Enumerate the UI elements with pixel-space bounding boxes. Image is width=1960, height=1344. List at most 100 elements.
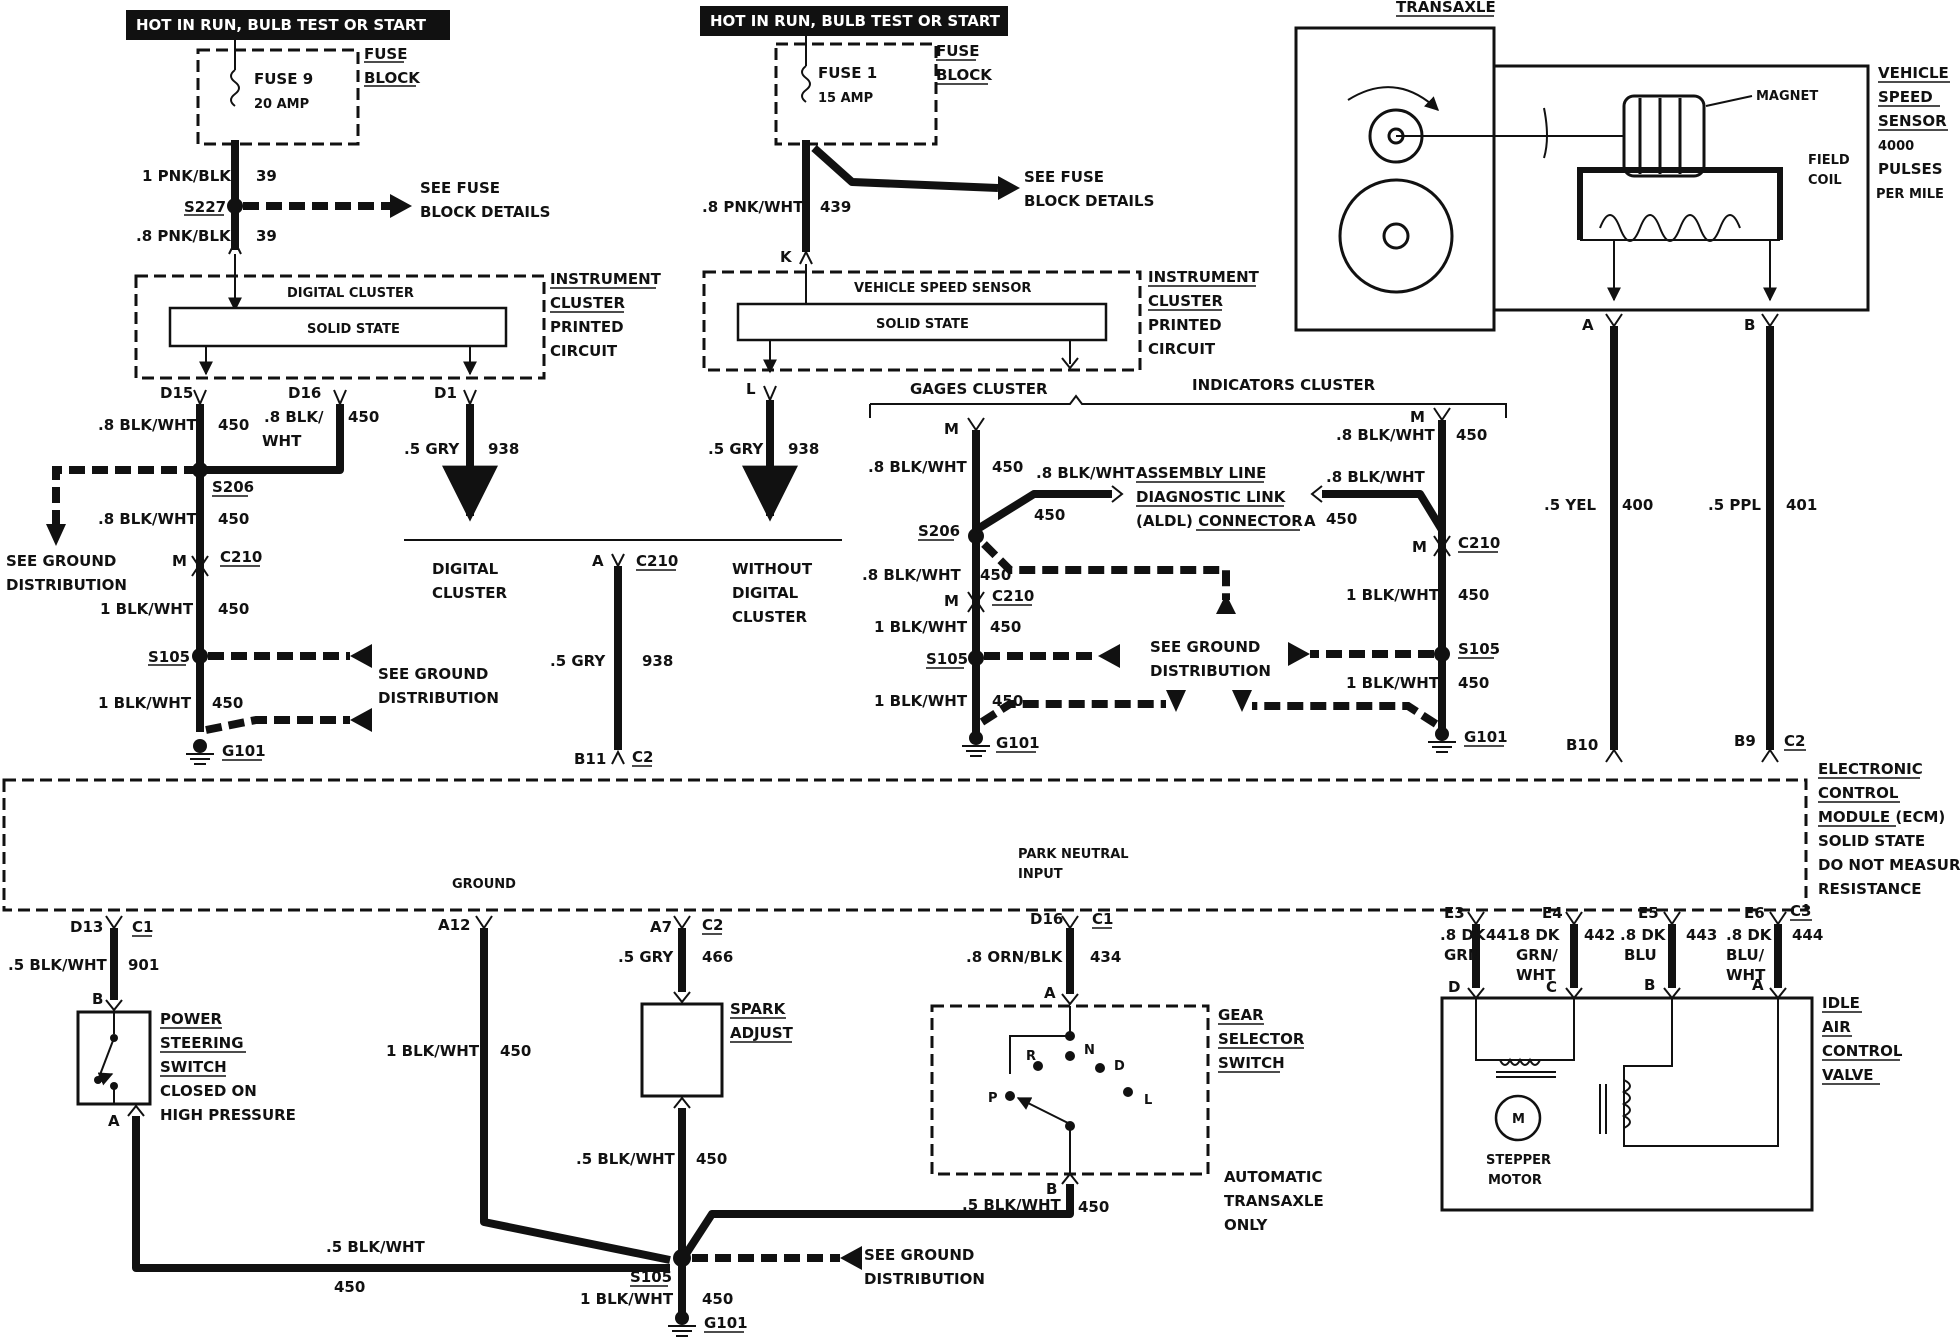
wire-circuit-39a: 39 bbox=[256, 167, 277, 185]
e3-wire-l1: .8 DK bbox=[1440, 926, 1487, 944]
mid-w1: .8 BLK/WHT bbox=[868, 458, 968, 476]
gear-d: D bbox=[1114, 1059, 1125, 1074]
mid-rw1: .8 BLK/WHT bbox=[1336, 426, 1436, 444]
wire-ps: .5 BLK/WHT bbox=[8, 956, 108, 974]
fuse-1-section: HOT IN RUN, BULB TEST OR START FUSE 1 15… bbox=[700, 6, 1154, 266]
wire-g-c: 450 bbox=[702, 1290, 733, 1308]
instrument-cluster-mid-l1: INSTRUMENT bbox=[1148, 268, 1260, 286]
c2-gry: C2 bbox=[632, 748, 653, 766]
wire-circuit-39b: 39 bbox=[256, 227, 277, 245]
splice-s105-left bbox=[192, 648, 208, 664]
pin-d16-gs: D16 bbox=[1030, 910, 1063, 928]
gry-938-section: .5 GRY 938 DIGITAL CLUSTER WITHOUT DIGIT… bbox=[404, 380, 842, 768]
splice-s105-bottom bbox=[673, 1249, 691, 1267]
switch-icon bbox=[94, 1012, 118, 1104]
pin-l: L bbox=[746, 380, 756, 398]
mid-w3c: 450 bbox=[990, 618, 1021, 636]
ground-g101-right: G101 bbox=[1464, 728, 1508, 746]
pin-e5: E5 bbox=[1638, 904, 1659, 922]
stepper-motor-icon: M bbox=[1494, 1094, 1542, 1142]
mid-w2: .8 BLK/WHT bbox=[862, 566, 962, 584]
vss-label-l5: PULSES bbox=[1878, 160, 1943, 178]
gs-label-l1: GEAR bbox=[1218, 1006, 1264, 1024]
iac-label-l2: AIR bbox=[1822, 1018, 1851, 1036]
park-neutral-l2: INPUT bbox=[1018, 867, 1063, 882]
wire-901: 901 bbox=[128, 956, 159, 974]
gs-pin-b: B bbox=[1046, 1180, 1057, 1198]
c210-gry: C210 bbox=[636, 552, 678, 570]
instrument-cluster-mid-l2: CLUSTER bbox=[1148, 292, 1223, 310]
pin-a7: A7 bbox=[650, 918, 672, 936]
e4-wire-l1: .8 DK bbox=[1514, 926, 1561, 944]
aldl-l1: ASSEMBLY LINE bbox=[1136, 464, 1266, 482]
automatic-l1: AUTOMATIC bbox=[1224, 1168, 1323, 1186]
see-ground-bottom-l1: SEE GROUND bbox=[864, 1246, 974, 1264]
wire-gry-3: .5 GRY bbox=[708, 440, 764, 458]
spark-section: A12 1 BLK/WHT 450 A7 C2 .5 GRY 466 SPARK… bbox=[386, 915, 794, 1264]
e4-circuit: 442 bbox=[1584, 926, 1615, 944]
e6-wire-l1: .8 DK bbox=[1726, 926, 1773, 944]
fuse-9-section: HOT IN RUN, BULB TEST OR START FUSE 9 20… bbox=[126, 10, 550, 250]
vss-label-l2: SPEED bbox=[1878, 88, 1933, 106]
ecm-box bbox=[2, 778, 1808, 912]
pin-a12: A12 bbox=[438, 916, 470, 934]
automatic-l2: TRANSAXLE bbox=[1224, 1192, 1324, 1210]
pin-b11: B11 bbox=[574, 750, 606, 768]
ground-g101-left: G101 bbox=[222, 742, 266, 760]
stepper-l1: STEPPER bbox=[1486, 1153, 1551, 1168]
spark-l2: ADJUST bbox=[730, 1024, 794, 1042]
gear-selector-switch-icon bbox=[1005, 1006, 1133, 1174]
mid-rw2: 1 BLK/WHT bbox=[1346, 586, 1440, 604]
wire-gry-2: .5 GRY bbox=[550, 652, 606, 670]
splice-s105-right-label: S105 bbox=[1458, 640, 1500, 658]
splice-s105-left-label: S105 bbox=[148, 648, 190, 666]
iac-label-l4: VALVE bbox=[1822, 1066, 1874, 1084]
wire-a12: 1 BLK/WHT bbox=[386, 1042, 480, 1060]
ecm-label-l4: SOLID STATE bbox=[1818, 832, 1925, 850]
banner-hot-in-run-left: HOT IN RUN, BULB TEST OR START bbox=[136, 16, 427, 34]
splice-s227 bbox=[227, 198, 243, 214]
see-ground-left2-l1: SEE GROUND bbox=[378, 665, 488, 683]
e3-circuit: 441 bbox=[1486, 926, 1517, 944]
motor-letter: M bbox=[1512, 1112, 1525, 1127]
e3-wire-l2: GRN bbox=[1444, 946, 1480, 964]
pin-e6: E6 bbox=[1744, 904, 1765, 922]
mid-w3: 1 BLK/WHT bbox=[874, 618, 968, 636]
iac-pin-b: B bbox=[1644, 976, 1655, 994]
left-ground-section: .8 BLK/WHT 450 .8 BLK/ WHT 450 S206 SEE … bbox=[6, 389, 499, 765]
mid-rm1: M bbox=[1410, 408, 1425, 426]
automatic-l3: ONLY bbox=[1224, 1216, 1269, 1234]
digital-cluster-section: DIGITAL CLUSTER SOLID STATE INSTRUMENT C… bbox=[134, 239, 662, 402]
without-l1: WITHOUT bbox=[732, 560, 813, 578]
mid-w1c: 450 bbox=[992, 458, 1023, 476]
vss-label-l6: PER MILE bbox=[1876, 187, 1944, 202]
gs-label-l3: SWITCH bbox=[1218, 1054, 1285, 1072]
wire-400: 400 bbox=[1622, 496, 1653, 514]
vss-pin-a: A bbox=[1582, 316, 1594, 334]
iac-label-l1: IDLE bbox=[1822, 994, 1860, 1012]
wire-gry-1: .5 GRY bbox=[404, 440, 460, 458]
gear-p: P bbox=[988, 1091, 998, 1106]
c3-iac: C3 bbox=[1790, 902, 1811, 920]
wire-1-pnk-blk: 1 PNK/BLK bbox=[142, 167, 232, 185]
conn-m-left: M bbox=[172, 552, 187, 570]
pin-b10: B10 bbox=[1566, 736, 1598, 754]
pin-e4: E4 bbox=[1542, 904, 1563, 922]
gear-l: L bbox=[1144, 1093, 1152, 1108]
e4-wire-l3: WHT bbox=[1516, 966, 1556, 984]
fuse-9-rating: 20 AMP bbox=[254, 97, 309, 112]
splice-s105-mid bbox=[968, 650, 984, 666]
fuse-1-name: FUSE 1 bbox=[818, 64, 877, 82]
ps-label-l4: CLOSED ON bbox=[160, 1082, 257, 1100]
mid-m2: M bbox=[944, 592, 959, 610]
vss-cluster-title: VEHICLE SPEED SENSOR bbox=[854, 281, 1031, 296]
see-ground-mid-l2: DISTRIBUTION bbox=[1150, 662, 1271, 680]
vss-label-l1: VEHICLE bbox=[1878, 64, 1949, 82]
power-steering-section: D13 C1 .5 BLK/WHT 901 B POWER STEERING S… bbox=[8, 915, 670, 1296]
ecm-label-l5: DO NOT MEASURE bbox=[1818, 856, 1960, 874]
instrument-cluster-left-l4: CIRCUIT bbox=[550, 342, 618, 360]
ps-pin-a: A bbox=[108, 1112, 120, 1130]
wire-w4: 1 BLK/WHT bbox=[100, 600, 194, 618]
instrument-cluster-left-l3: PRINTED bbox=[550, 318, 624, 336]
